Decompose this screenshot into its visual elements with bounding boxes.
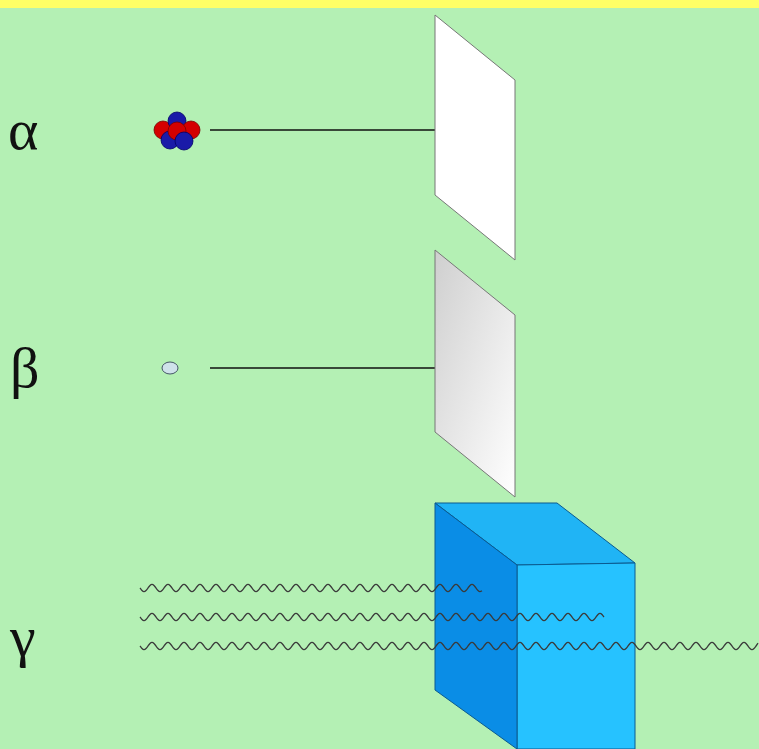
gamma-ray	[140, 613, 604, 620]
beta-particle	[162, 362, 178, 374]
top-band	[0, 0, 759, 8]
gamma-ray	[140, 584, 482, 591]
alpha-particle	[154, 112, 200, 150]
radiation-symbol: α	[8, 101, 38, 159]
aluminium-sheet	[435, 250, 515, 497]
gamma-ray	[140, 642, 758, 649]
paper-sheet	[435, 15, 515, 260]
gamma-waves	[140, 584, 758, 649]
radiation-symbol: β	[10, 339, 40, 397]
radiation-symbol: γ	[10, 608, 36, 666]
lead-block	[435, 503, 635, 749]
